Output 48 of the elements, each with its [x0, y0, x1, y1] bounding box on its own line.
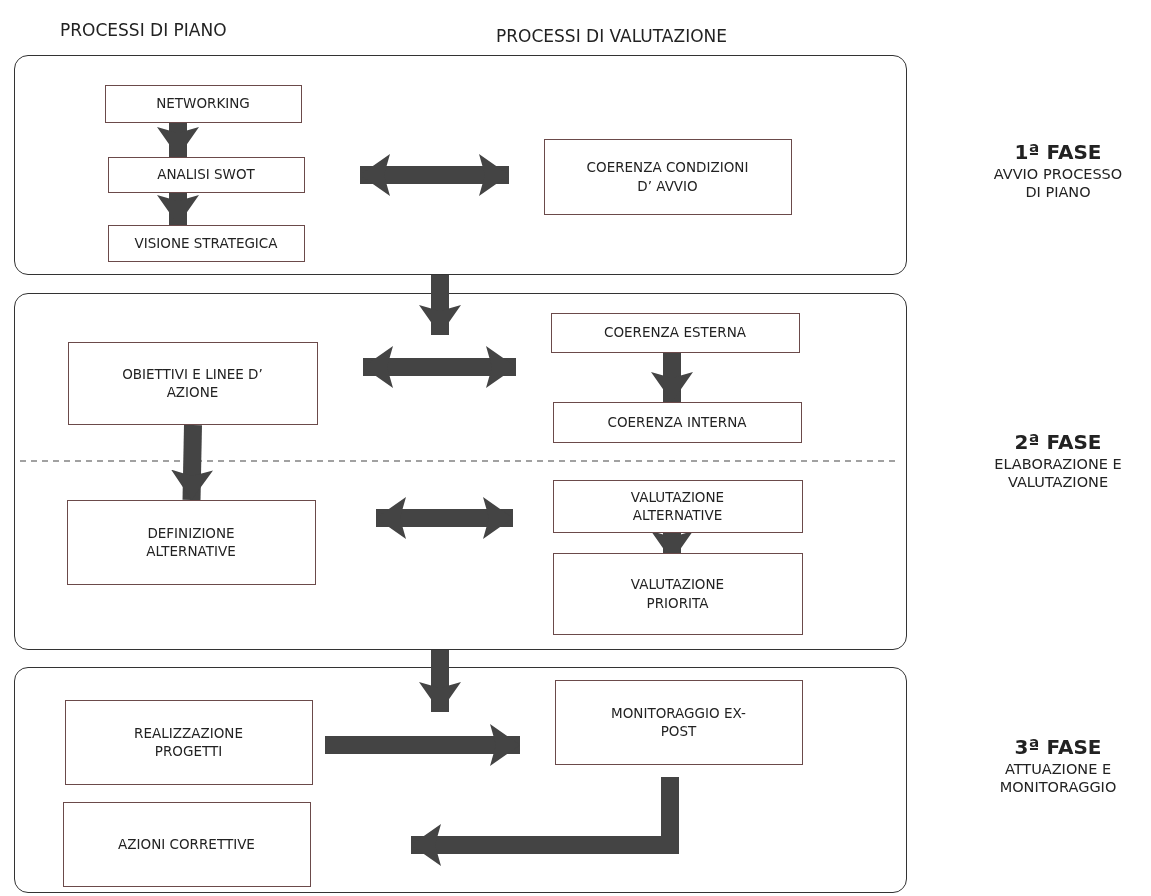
- phase-panel: [14, 293, 907, 650]
- phase-panel: [14, 667, 907, 893]
- process-box: [543, 138, 792, 215]
- process-box: [62, 801, 311, 887]
- box-label: VISIONE STRATEGICA: [134, 233, 278, 253]
- box-label: MONITORAGGIO EX-POST: [610, 703, 747, 741]
- box-label: AZIONI CORRETTIVE: [118, 834, 255, 854]
- process-box: [552, 401, 802, 443]
- box-label: COERENZA INTERNA: [607, 412, 747, 432]
- process-box: [552, 552, 803, 635]
- process-box: [104, 84, 302, 123]
- phase-description: ELABORAZIONE E VALUTAZIONE: [993, 455, 1123, 492]
- block-arrow: [419, 275, 461, 335]
- process-box: [67, 341, 318, 425]
- box-label: VALUTAZIONE PRIORITA: [629, 575, 726, 612]
- block-arrow: [171, 424, 214, 501]
- block-arrow: [360, 154, 509, 196]
- phase-description: ATTUAZIONE E MONITORAGGIO: [998, 760, 1118, 797]
- box-label: REALIZZAZIONE PROGETTI: [133, 723, 244, 761]
- block-arrow: [411, 777, 679, 866]
- process-box: [550, 312, 800, 353]
- block-arrow: [157, 123, 199, 157]
- phase-title: 2ª FASE: [1013, 430, 1103, 455]
- process-box: [552, 479, 803, 533]
- phase-description: AVVIO PROCESSO DI PIANO: [992, 165, 1124, 202]
- block-arrow: [363, 346, 516, 388]
- block-arrow: [651, 353, 693, 402]
- box-label: ANALISI SWOT: [157, 165, 255, 184]
- process-box: [64, 699, 313, 785]
- process-box: [107, 156, 305, 193]
- block-arrow: [419, 650, 461, 712]
- box-label: NETWORKING: [156, 94, 250, 113]
- process-box: [107, 224, 305, 262]
- phase-panel: [14, 55, 907, 275]
- process-box: [554, 679, 803, 765]
- box-label: OBIETTIVI E LINEE D’ AZIONE: [121, 364, 264, 402]
- phase-title: 3ª FASE: [1013, 735, 1103, 760]
- process-box: [66, 499, 316, 585]
- block-arrow: [157, 193, 199, 225]
- block-arrow: [376, 497, 513, 539]
- column-heading: PROCESSI DI VALUTAZIONE: [496, 26, 727, 46]
- box-label: VALUTAZIONE ALTERNATIVE: [629, 487, 726, 525]
- box-label: COERENZA ESTERNA: [604, 323, 746, 342]
- box-label: DEFINIZIONE ALTERNATIVE: [145, 523, 237, 561]
- phase-title: 1ª FASE: [1013, 140, 1103, 165]
- box-label: COERENZA CONDIZIONI D’ AVVIO: [585, 158, 750, 195]
- block-arrow: [325, 724, 520, 766]
- column-heading: PROCESSI DI PIANO: [60, 20, 227, 40]
